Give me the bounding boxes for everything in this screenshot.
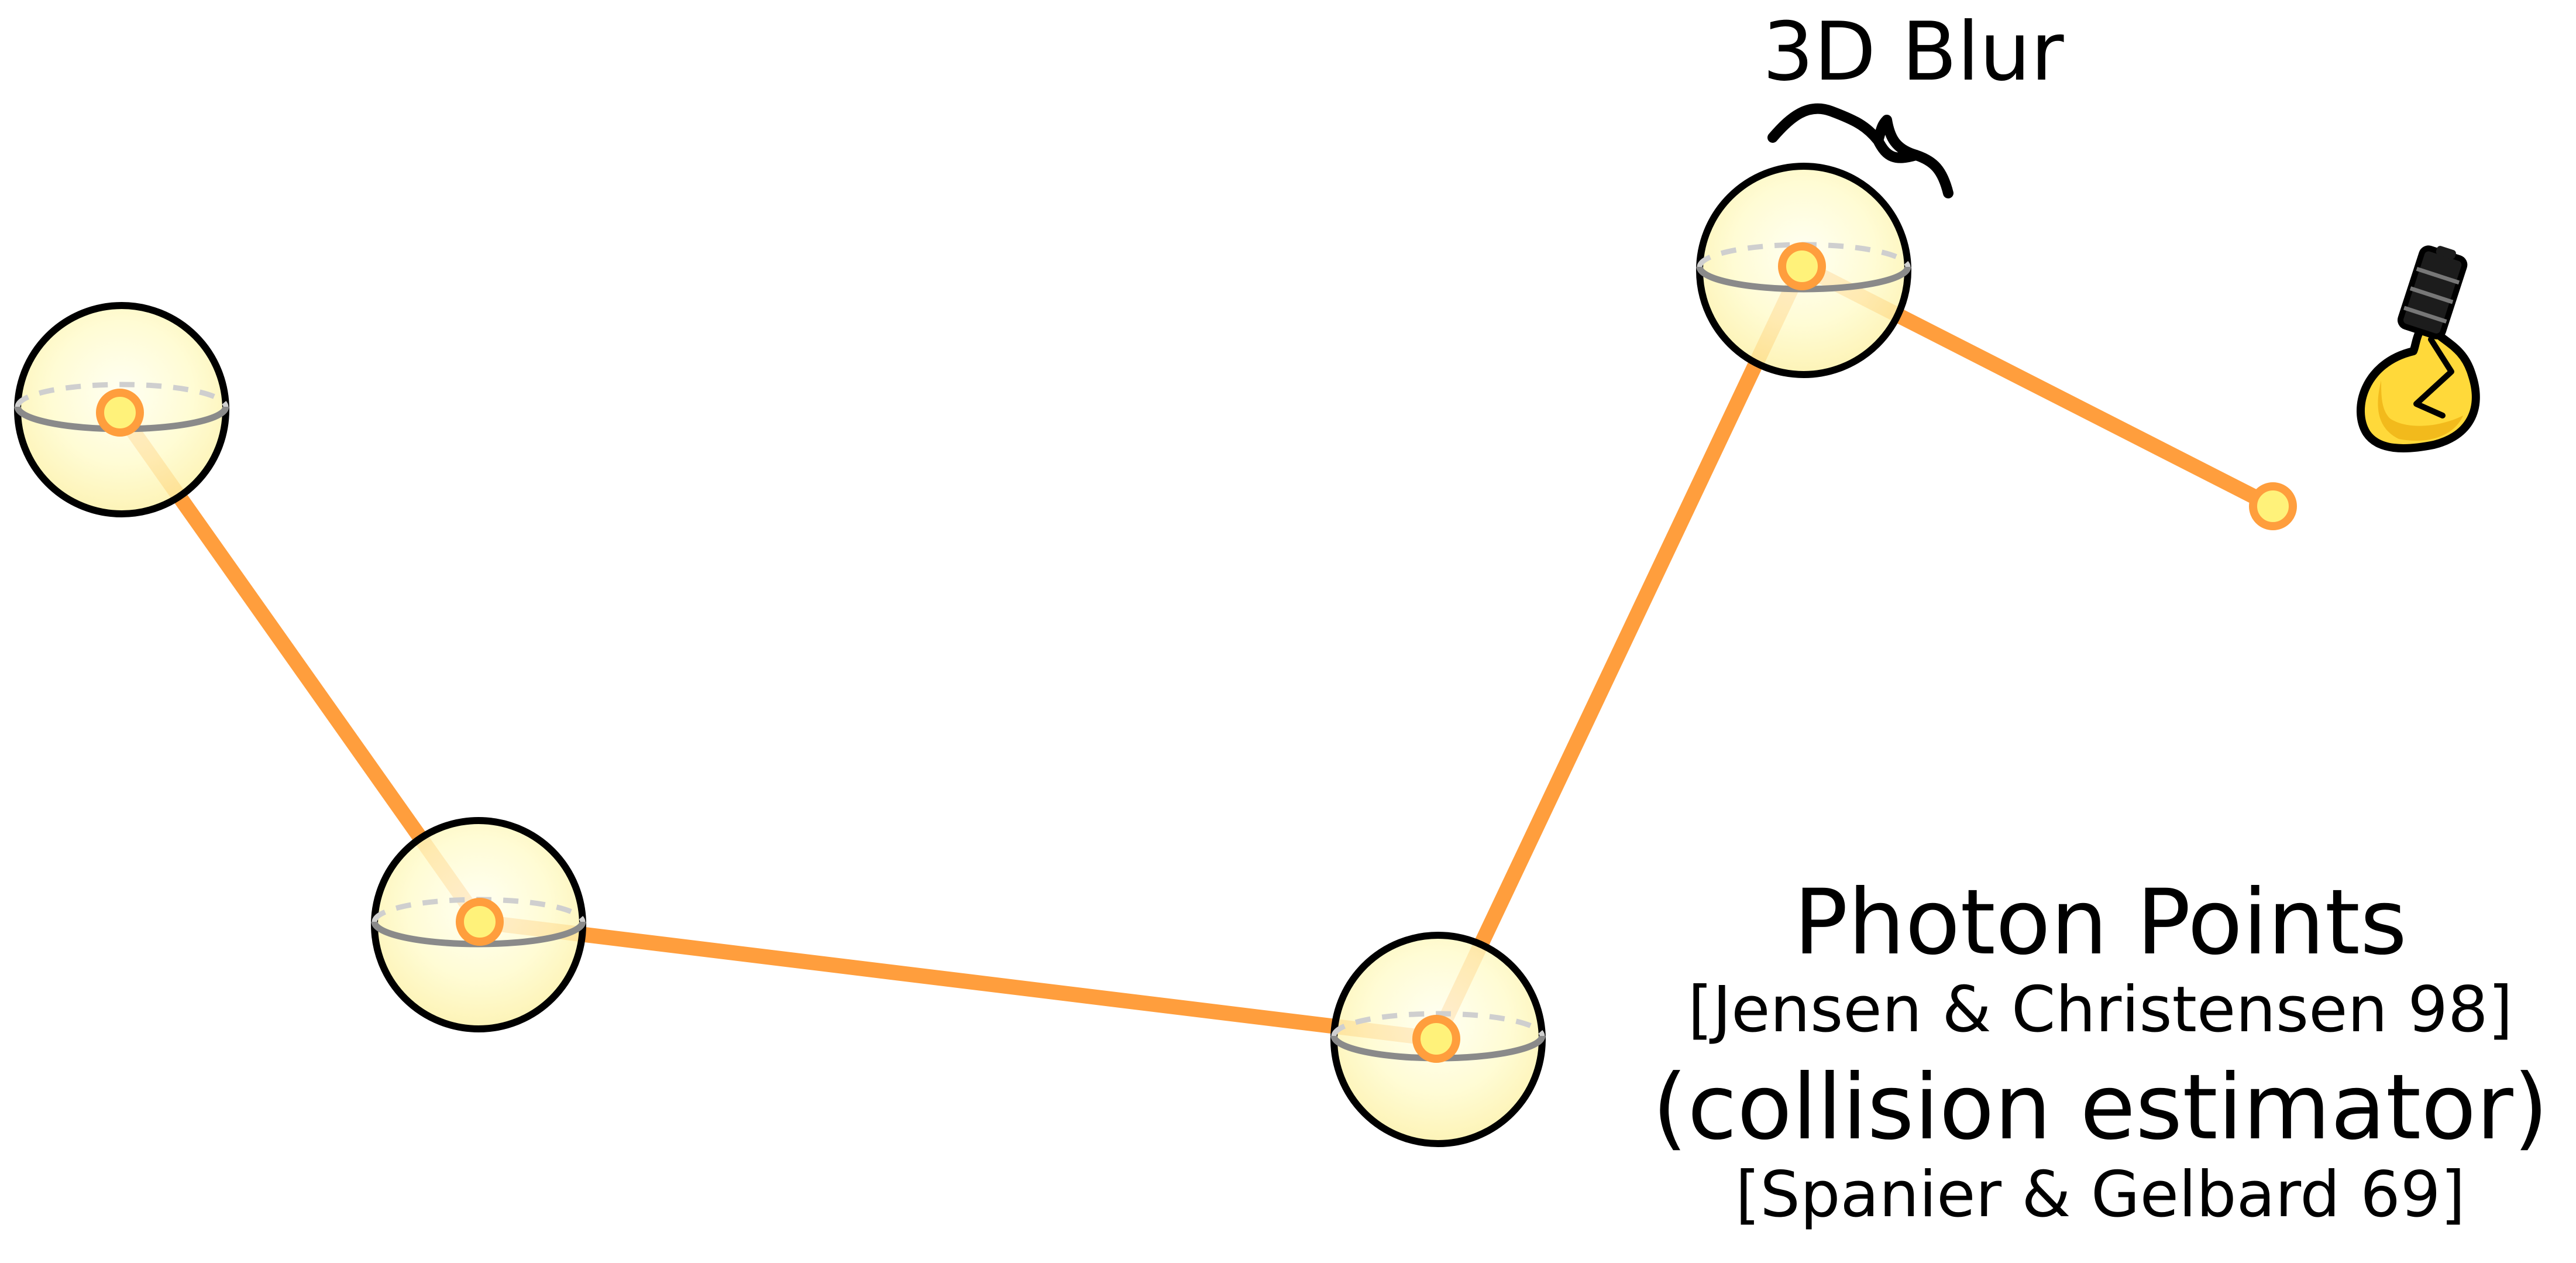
title: Photon Points	[1793, 870, 2408, 975]
citation-secondary: [Spanier & Gelbard 69]	[1735, 1158, 2465, 1231]
curly-brace-icon	[1767, 103, 1954, 198]
subtitle: (collision estimator)	[1652, 1055, 2549, 1160]
light-source-vertex	[2249, 482, 2297, 530]
sphere-equator-back	[15, 382, 229, 407]
photon-vertex	[1412, 1015, 1460, 1063]
path-segment	[472, 914, 1444, 1046]
blur-label: 3D Blur	[1762, 5, 2064, 99]
photon-vertex	[1778, 242, 1826, 290]
photon-vertex	[456, 898, 504, 946]
sphere-equator-back	[1331, 1011, 1545, 1037]
path-segment	[1429, 259, 1810, 1046]
photon-vertices	[96, 242, 2297, 1063]
light-bulb-icon	[2356, 245, 2480, 452]
caption-block: Photon Points [Jensen & Christensen 98] …	[1626, 878, 2574, 1227]
photon-vertex	[96, 389, 144, 437]
citation-primary: [Jensen & Christensen 98]	[1688, 973, 2513, 1046]
